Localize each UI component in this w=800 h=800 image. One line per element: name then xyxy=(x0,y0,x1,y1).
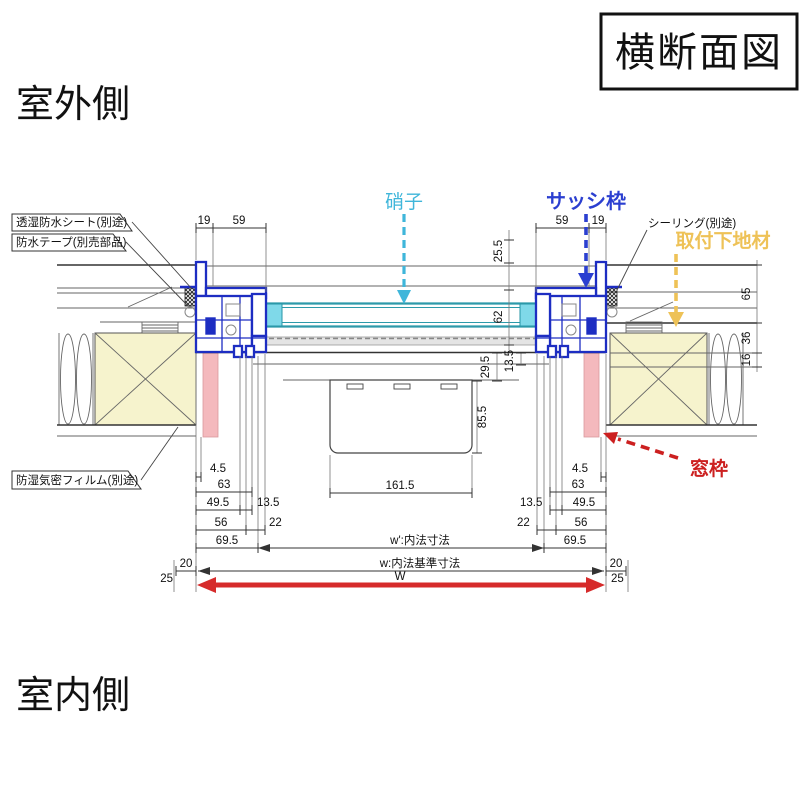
title-box: 横断面図 xyxy=(599,12,799,91)
callout-mounting-base: 取付下地材 xyxy=(675,229,770,252)
callout-waterproof-tape: 防水テープ(別売部品) xyxy=(16,235,127,249)
callouts: 透湿防水シート(別途) 防水テープ(別売部品) 防湿気密フィルム(別途) シーリ… xyxy=(11,189,771,490)
dim-left-69-5: 69.5 xyxy=(216,535,238,547)
outdoor-side-label: 室外側 xyxy=(16,84,130,126)
dim-right-36: 36 xyxy=(741,332,753,345)
dim-left-4-5: 4.5 xyxy=(210,463,226,475)
dim-glass-62: 62 xyxy=(493,311,505,324)
dim-right-22: 22 xyxy=(517,517,530,529)
operator-box-slot xyxy=(393,383,411,390)
operator-box-slot xyxy=(346,383,364,390)
right-sealing-block xyxy=(605,285,622,318)
dim-box-85-5: 85.5 xyxy=(477,406,489,428)
operator-box xyxy=(329,379,473,454)
right-wall-section xyxy=(583,264,757,438)
dim-top-left-19: 19 xyxy=(198,215,211,227)
callout-sash-frame: サッシ枠 xyxy=(546,189,626,213)
right-insulation xyxy=(708,333,744,425)
dim-top-right-59: 59 xyxy=(556,215,569,227)
dim-head-25-5: 25.5 xyxy=(493,240,505,262)
dim-sill-29-5: 29.5 xyxy=(480,356,492,378)
dim-right-4-5: 4.5 xyxy=(572,463,588,475)
waterproof-tape-strip xyxy=(141,321,179,334)
dim-w-label: w:内法基準寸法 xyxy=(379,556,461,570)
dimension-lines: 19 59 59 19 25.5 62 65 36 16 29.5 xyxy=(160,215,762,593)
right-tape-strip xyxy=(625,321,663,334)
left-insulation xyxy=(58,333,94,425)
dim-right-56: 56 xyxy=(575,517,588,529)
left-mounting-lumber xyxy=(94,332,197,426)
right-mounting-lumber xyxy=(609,332,708,426)
indoor-side-label: 室内側 xyxy=(16,675,130,717)
left-sash-frame xyxy=(194,260,268,359)
overall-width-arrow xyxy=(197,577,605,593)
left-sealing-block xyxy=(180,285,197,318)
glass-unit xyxy=(265,301,537,328)
right-setting-block xyxy=(519,303,537,327)
dim-sill-13-5: 13.5 xyxy=(504,350,516,372)
dim-left-63: 63 xyxy=(218,479,231,491)
dim-top-right-19: 19 xyxy=(592,215,605,227)
dim-overall-width: W xyxy=(395,571,406,583)
dim-left-22: 22 xyxy=(269,517,282,529)
dim-right-63: 63 xyxy=(572,479,585,491)
callout-breathable-sheet: 透湿防水シート(別途) xyxy=(16,215,127,229)
left-setting-block xyxy=(265,303,283,327)
dim-w-prime-label: w':内法寸法 xyxy=(389,533,450,547)
mounting-base-arrow xyxy=(668,254,684,327)
dim-right-20: 20 xyxy=(610,558,623,570)
callout-moisture-film: 防湿気密フィルム(別途) xyxy=(16,473,138,487)
left-wall-section xyxy=(57,264,219,438)
glass-arrow xyxy=(397,214,411,304)
dim-right-65: 65 xyxy=(741,288,753,301)
dim-left-25: 25 xyxy=(160,573,173,585)
operator-box-slot xyxy=(440,383,458,390)
callout-glass: 硝子 xyxy=(385,191,423,213)
view-title: 横断面図 xyxy=(615,31,783,75)
dim-left-49-5: 49.5 xyxy=(207,497,229,509)
dim-left-13-5: 13.5 xyxy=(257,497,279,509)
callout-window-frame: 窓枠 xyxy=(690,457,728,480)
dim-right-25: 25 xyxy=(611,573,624,585)
dim-right-13-5: 13.5 xyxy=(520,497,542,509)
dim-right-16: 16 xyxy=(741,354,753,367)
right-sash-frame xyxy=(534,260,608,359)
callout-sealing: シーリング(別途) xyxy=(648,216,736,230)
sash-frame-arrow xyxy=(578,214,594,288)
dim-box-161-5: 161.5 xyxy=(386,480,415,492)
dim-left-20: 20 xyxy=(180,558,193,570)
dim-right-49-5: 49.5 xyxy=(573,497,595,509)
screen-mesh-strip xyxy=(252,336,550,346)
dim-right-69-5: 69.5 xyxy=(564,535,586,547)
left-window-frame-pink xyxy=(202,352,219,438)
window-frame-arrow xyxy=(603,432,679,460)
dim-top-left-59: 59 xyxy=(233,215,246,227)
right-window-frame-pink xyxy=(583,352,600,438)
dim-left-56: 56 xyxy=(215,517,228,529)
